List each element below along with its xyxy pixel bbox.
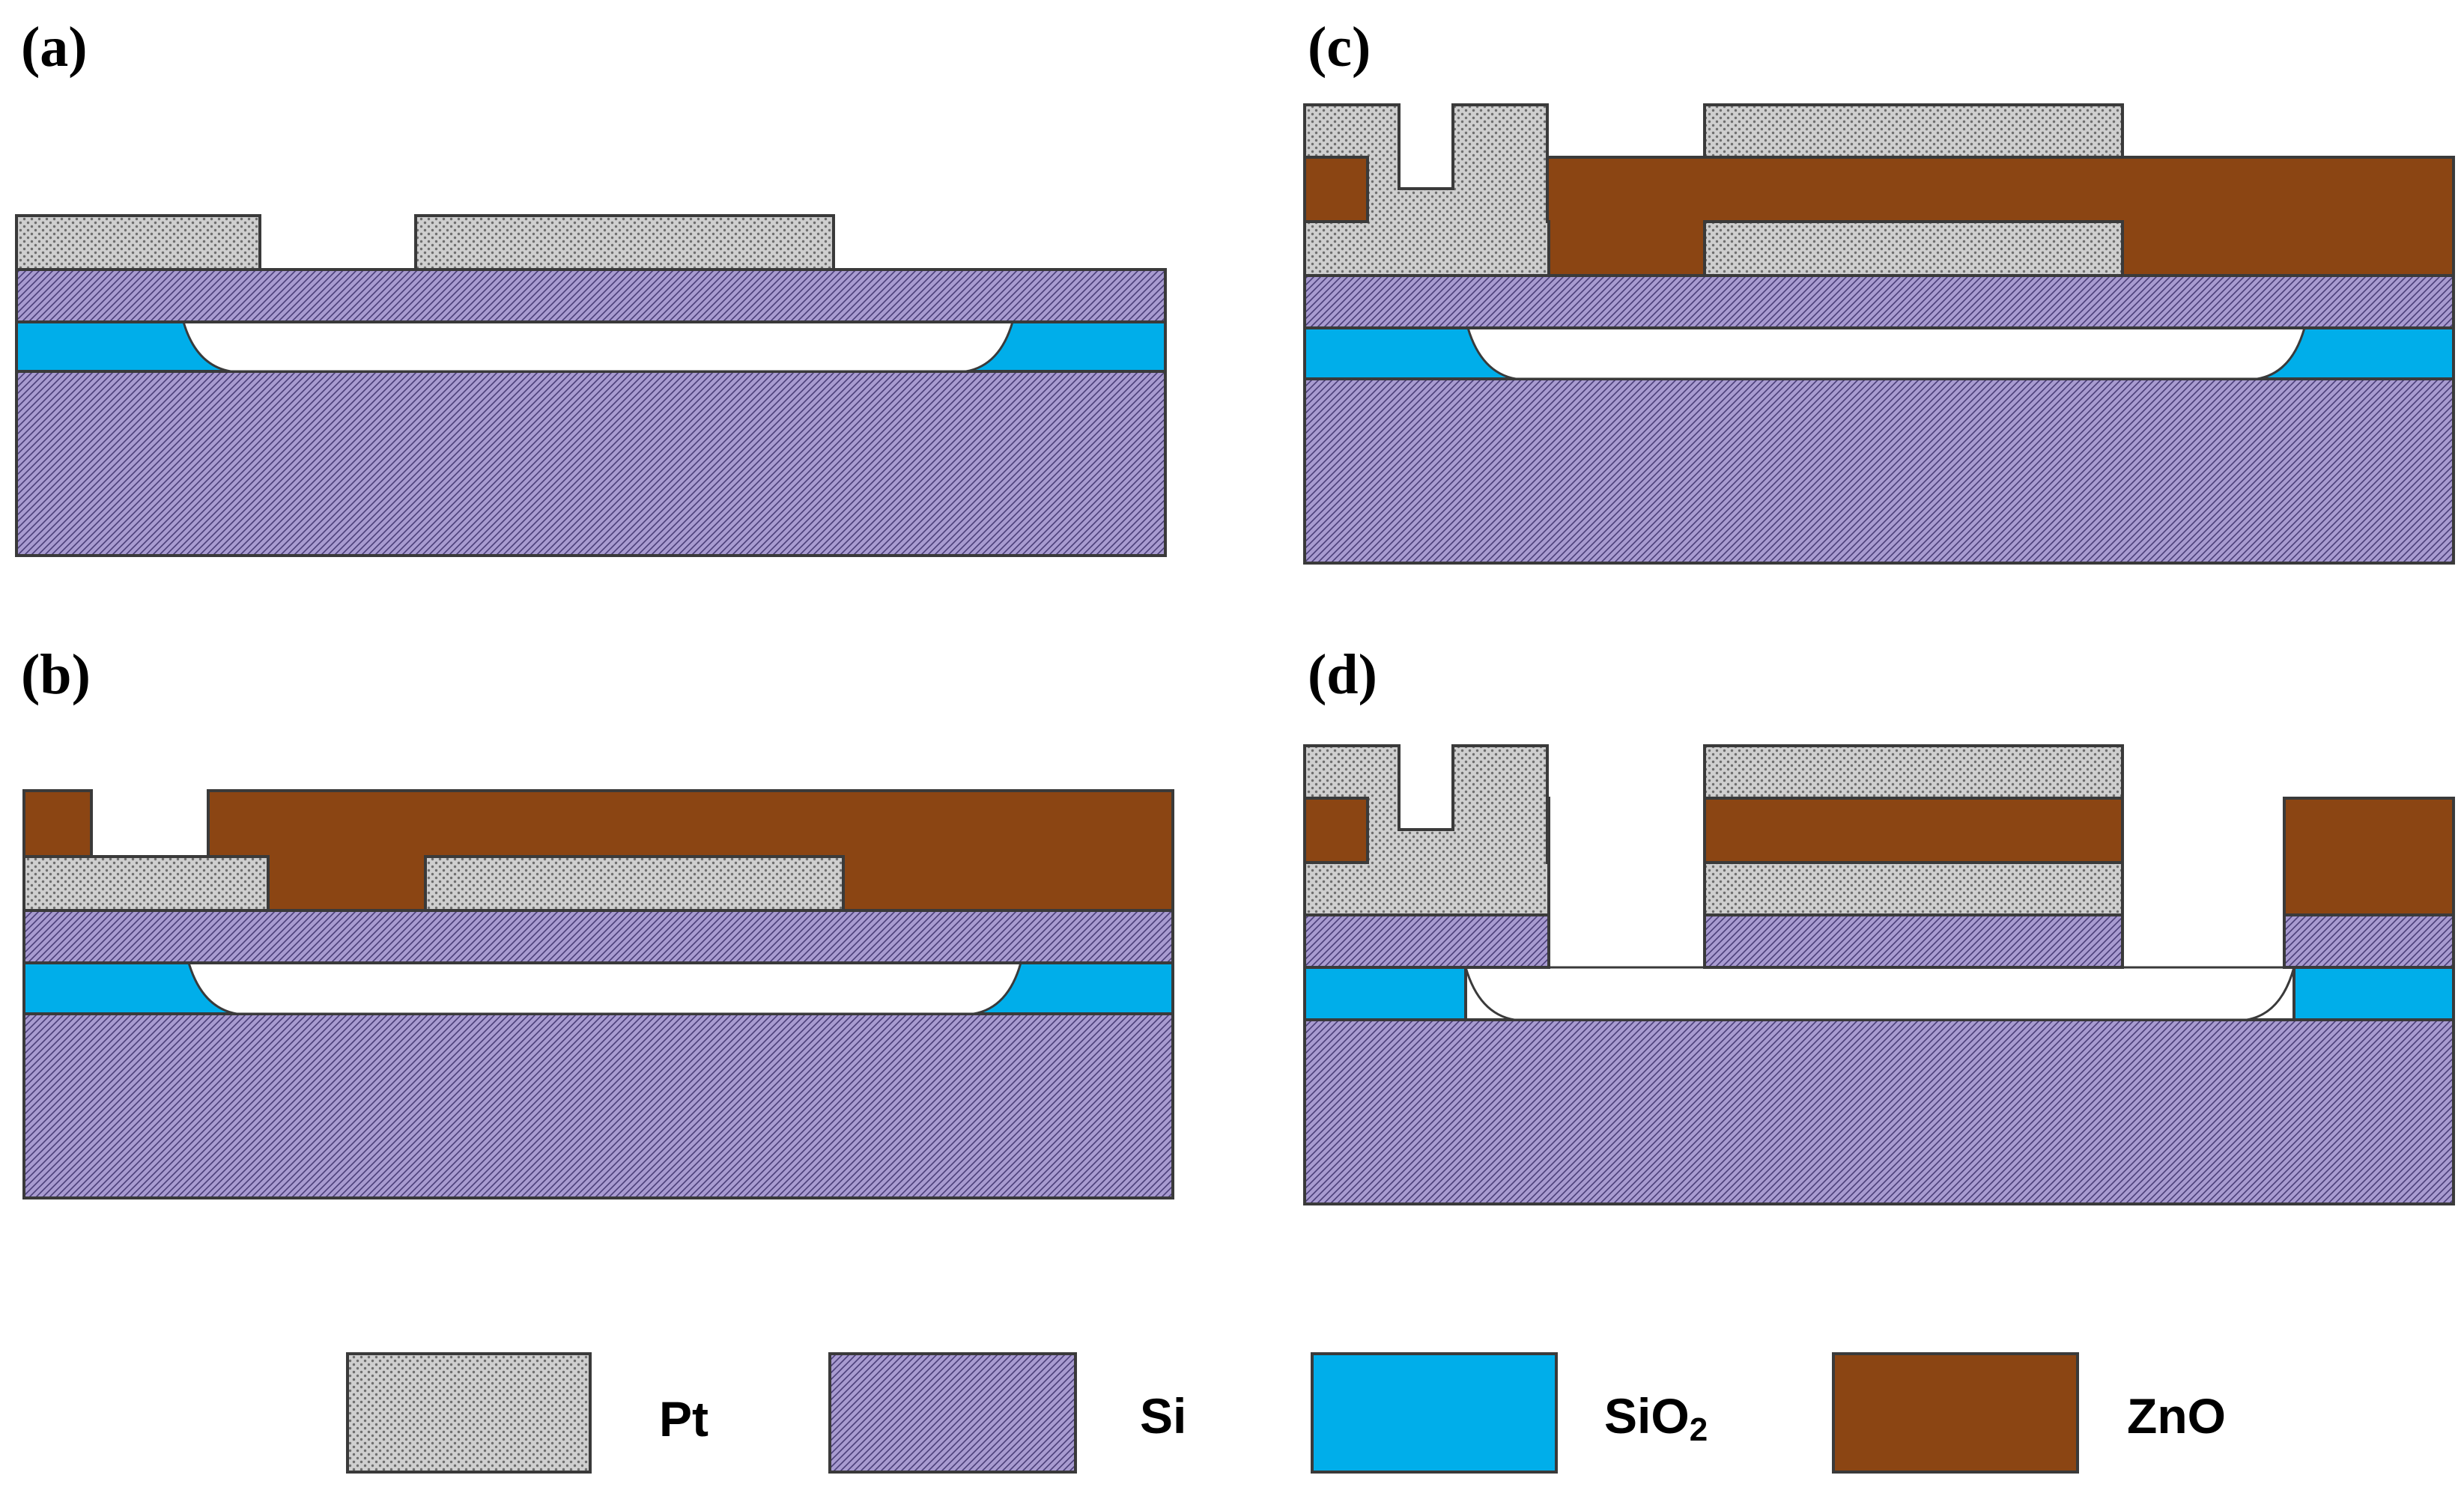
panel-d: (d) [1303, 643, 2455, 1205]
legend-label-sio2: SiO2 [1604, 1388, 1708, 1448]
legend-label-pt: Pt [659, 1391, 708, 1447]
legend-label-si: Si [1140, 1388, 1186, 1444]
panel-c-pt-bottom-electrode [1703, 220, 2124, 277]
legend-label-sio2-main: SiO [1604, 1388, 1690, 1444]
panel-a-pt-electrode-right [414, 214, 835, 271]
panel-a-label: (a) [21, 16, 88, 79]
legend-item-zno: ZnO [1832, 1352, 2226, 1474]
legend-label-zno: ZnO [2127, 1388, 2226, 1444]
panel-b-label: (b) [21, 643, 91, 706]
panel-d-zno-center [1703, 797, 2124, 864]
legend-item-si: Si [828, 1352, 1186, 1474]
legend: Pt Si SiO2 ZnO [346, 1352, 2226, 1474]
panel-c-pt-top-electrode [1703, 103, 2124, 159]
legend-swatch-pt [346, 1352, 592, 1474]
panel-d-sio2-left [1303, 966, 1467, 1021]
panel-b-cavity [186, 961, 1022, 1015]
panel-c: (c) [1303, 16, 2455, 565]
panel-d-si-center-membrane [1703, 913, 2124, 969]
panel-a-cavity [181, 320, 1015, 373]
panel-c-si-substrate [1303, 377, 2455, 565]
panel-b: (b) [21, 643, 1174, 1199]
panel-c-label: (c) [1308, 16, 1371, 79]
panel-a-si-membrane [15, 268, 1167, 323]
legend-label-sio2-sub: 2 [1690, 1411, 1708, 1448]
panel-b-si-membrane [22, 909, 1174, 964]
panel-b-zno-left [22, 789, 93, 858]
panel-c-pt-via-contact [1303, 103, 1550, 277]
panel-a-si-substrate [15, 370, 1167, 557]
panel-d-zno-left-a [1303, 797, 1369, 864]
panel-d-zno-right [2283, 797, 2455, 916]
panel-d-si-right-pillar [2283, 913, 2455, 969]
panel-d-pt-via-contact [1303, 744, 1550, 916]
panel-a-pt-electrode-left [15, 214, 261, 271]
legend-swatch-sio2 [1311, 1352, 1558, 1474]
legend-item-pt: Pt [346, 1352, 708, 1474]
legend-item-sio2: SiO2 [1311, 1352, 1708, 1474]
legend-swatch-si [828, 1352, 1077, 1474]
panel-d-sio2-right [2292, 966, 2455, 1021]
panel-b-zno-main [207, 789, 1174, 912]
panel-b-pt-electrode-left [22, 855, 270, 912]
legend-swatch-zno [1832, 1352, 2079, 1474]
panel-d-si-substrate [1303, 1018, 2455, 1205]
panel-b-pt-electrode-right [424, 855, 845, 912]
panel-c-si-membrane [1303, 274, 2455, 329]
panel-d-si-left-pillar [1303, 913, 1550, 969]
panel-a: (a) [15, 16, 1167, 557]
panel-b-si-substrate [22, 1012, 1174, 1199]
panel-c-cavity [1466, 326, 2306, 380]
panel-d-pt-top-electrode [1703, 744, 2124, 800]
panel-c-zno-left [1303, 156, 1369, 223]
panel-d-label: (d) [1308, 643, 1377, 706]
panel-d-pt-bottom-electrode [1703, 861, 2124, 916]
panel-d-etched-cavity [1464, 966, 2295, 1021]
